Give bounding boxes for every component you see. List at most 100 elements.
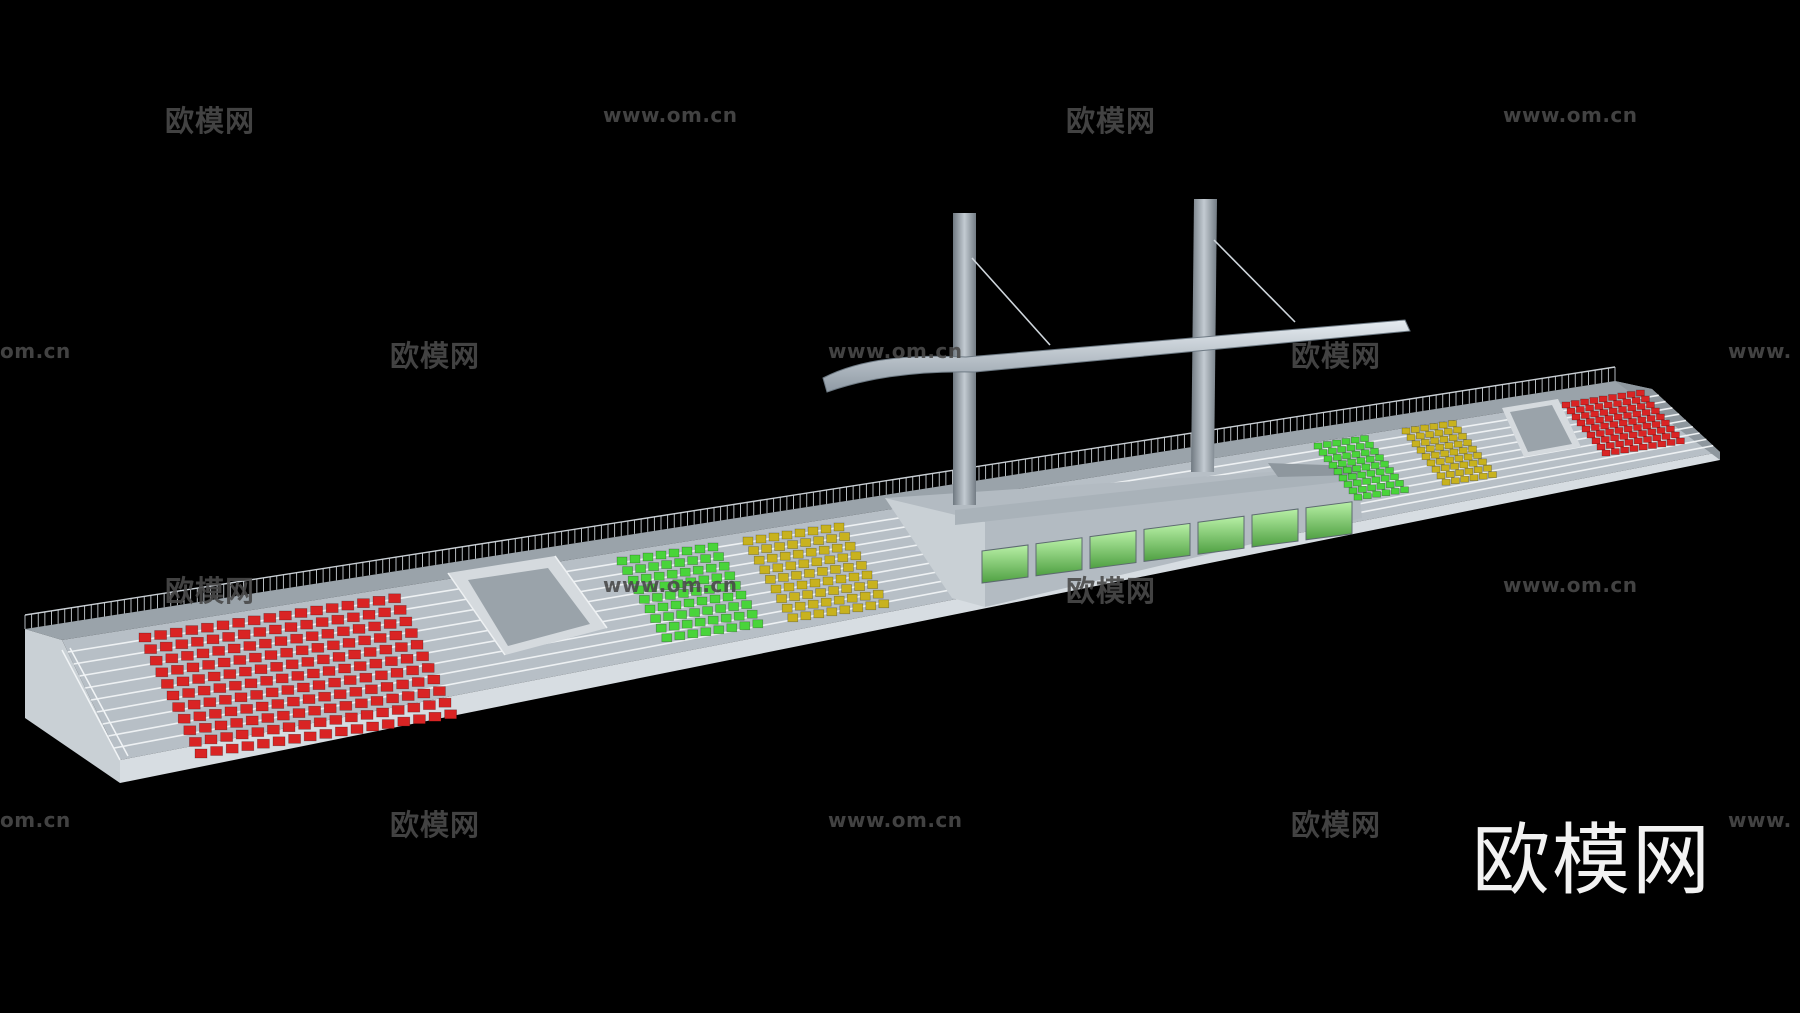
seat (235, 729, 249, 740)
seat (264, 650, 278, 660)
seat (319, 729, 333, 739)
seat (260, 675, 273, 686)
seat (1666, 425, 1675, 433)
vip-window (1035, 537, 1083, 577)
seat (657, 602, 669, 612)
seat (192, 674, 205, 684)
seat (1333, 468, 1343, 475)
seat (728, 602, 739, 611)
seat (397, 716, 411, 727)
seat (338, 663, 351, 674)
seat (342, 638, 356, 648)
seat (761, 544, 772, 553)
seat (189, 737, 202, 747)
seat (670, 600, 682, 610)
seat (713, 552, 724, 561)
seat (155, 667, 169, 678)
seat (1370, 447, 1379, 455)
seat (1333, 453, 1342, 461)
seat (421, 663, 435, 673)
seat (1445, 456, 1454, 464)
seat (222, 632, 235, 642)
seat (1661, 433, 1671, 440)
seat (1400, 486, 1409, 494)
seat (199, 722, 212, 733)
seat (1338, 474, 1348, 482)
seat (1590, 410, 1599, 418)
seat (291, 671, 305, 681)
seat (802, 590, 813, 599)
vip-windows (981, 501, 1353, 584)
seat (1350, 436, 1360, 444)
seat (366, 721, 379, 732)
seat (1363, 492, 1372, 500)
seat (295, 645, 309, 656)
seat (219, 694, 232, 705)
seat (717, 583, 728, 592)
seat (722, 592, 734, 602)
seat (310, 605, 323, 616)
seat-block-green-right (1313, 435, 1409, 501)
seat (820, 597, 832, 607)
stair-opening-right (1502, 399, 1581, 457)
seat (348, 649, 361, 660)
seat (176, 676, 190, 687)
seat (217, 657, 231, 668)
seat (1632, 410, 1642, 418)
seat (1656, 413, 1665, 421)
seat (1633, 424, 1642, 431)
seat (1566, 407, 1576, 415)
seat (681, 546, 693, 556)
seat (1435, 443, 1444, 451)
seat (388, 593, 401, 604)
seat (165, 653, 179, 664)
seat (1342, 452, 1351, 460)
seat (1571, 413, 1581, 421)
seat (1636, 389, 1645, 397)
seat (212, 646, 225, 656)
seat (357, 598, 370, 609)
seat (622, 566, 633, 575)
seat (288, 733, 301, 744)
seat-block-yellow-right (1401, 420, 1497, 486)
seat (1604, 415, 1614, 422)
seat (813, 609, 825, 619)
seat (206, 634, 220, 645)
seat (683, 598, 695, 608)
seat (410, 639, 424, 650)
seat-block-green-left (616, 542, 764, 643)
seat (245, 715, 259, 726)
seat (427, 674, 441, 685)
seat (844, 541, 856, 551)
seat (401, 691, 415, 701)
seat (1600, 422, 1609, 430)
seat (352, 624, 366, 634)
seat (298, 719, 311, 730)
seat (1638, 443, 1648, 451)
seat (1617, 392, 1627, 400)
seat (1390, 487, 1400, 495)
seat (393, 605, 407, 615)
seat (665, 591, 676, 600)
seat (369, 658, 383, 669)
seat (1561, 401, 1571, 409)
seat (438, 697, 452, 708)
seat (872, 589, 884, 599)
seat (666, 569, 678, 579)
seat (1614, 427, 1624, 434)
seat (368, 621, 381, 632)
seat (1449, 448, 1459, 456)
seat (433, 686, 446, 696)
seat (1478, 472, 1488, 480)
seat (1318, 449, 1328, 456)
seat (1595, 416, 1604, 424)
seat (1483, 464, 1492, 472)
seat (815, 588, 826, 597)
seat (1646, 415, 1656, 422)
seat (1596, 430, 1605, 437)
seat (1601, 436, 1610, 443)
seat (1451, 477, 1460, 485)
seat (1441, 464, 1450, 472)
seat (1358, 485, 1367, 493)
